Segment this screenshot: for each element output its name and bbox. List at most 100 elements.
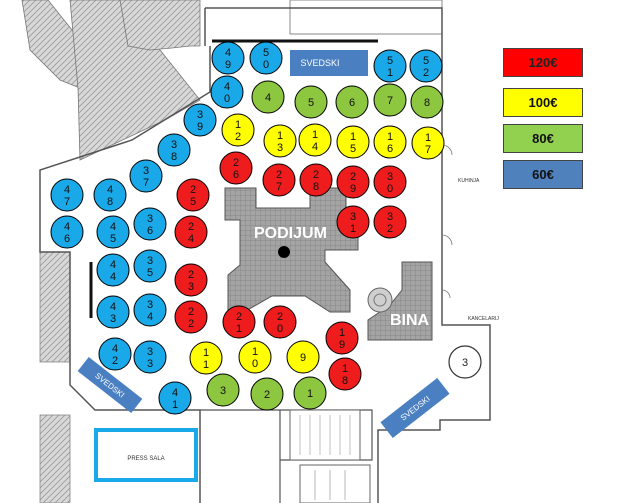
table-22[interactable]: 22 — [174, 300, 208, 334]
table-5[interactable]: 5 — [294, 85, 328, 119]
table-18[interactable]: 18 — [328, 357, 362, 391]
table-seat-4[interactable] — [251, 80, 285, 114]
table-seat-19[interactable] — [325, 321, 359, 355]
table-seat-15[interactable] — [336, 125, 370, 159]
table-12[interactable]: 12 — [221, 113, 255, 147]
table-seat-46[interactable] — [50, 215, 84, 249]
table-52[interactable]: 52 — [409, 49, 443, 83]
table-6[interactable]: 6 — [335, 85, 369, 119]
table-seat-22[interactable] — [174, 300, 208, 334]
table-seat-52[interactable] — [409, 49, 443, 83]
table-seat-14[interactable] — [298, 123, 332, 157]
table-10[interactable]: 10 — [238, 340, 272, 374]
table-36[interactable]: 36 — [133, 207, 167, 241]
table-seat-37[interactable] — [129, 159, 163, 193]
table-seat-45[interactable] — [96, 215, 130, 249]
table-seat-51[interactable] — [373, 49, 407, 83]
table-14[interactable]: 14 — [298, 123, 332, 157]
table-seat-39[interactable] — [183, 103, 217, 137]
table-45[interactable]: 45 — [96, 215, 130, 249]
table-seat-25[interactable] — [176, 178, 210, 212]
table-28[interactable]: 28 — [299, 163, 333, 197]
table-seat-33[interactable] — [133, 340, 167, 374]
table-35[interactable]: 35 — [133, 249, 167, 283]
table-seat-1[interactable] — [293, 376, 327, 410]
table-48[interactable]: 48 — [93, 178, 127, 212]
table-49[interactable]: 49 — [211, 41, 245, 75]
table-seat-50[interactable] — [249, 41, 283, 75]
table-seat-34[interactable] — [133, 293, 167, 327]
table-42[interactable]: 42 — [98, 337, 132, 371]
table-20[interactable]: 20 — [263, 305, 297, 339]
table-3[interactable]: 3 — [206, 373, 240, 407]
table-47[interactable]: 47 — [50, 178, 84, 212]
table-seat-41[interactable] — [158, 381, 192, 415]
table-seat-17[interactable] — [411, 126, 445, 160]
table-31[interactable]: 31 — [336, 205, 370, 239]
table-seat-23[interactable] — [174, 263, 208, 297]
table-1[interactable]: 1 — [293, 376, 327, 410]
table-37[interactable]: 37 — [129, 159, 163, 193]
table-seat-44[interactable] — [96, 253, 130, 287]
table-seat-7[interactable] — [373, 83, 407, 117]
table-11[interactable]: 11 — [189, 341, 223, 375]
table-seat-20[interactable] — [263, 305, 297, 339]
table-seat-29[interactable] — [336, 165, 370, 199]
table-seat-6[interactable] — [335, 85, 369, 119]
table-seat-26[interactable] — [219, 151, 253, 185]
table-seat-11[interactable] — [189, 341, 223, 375]
table-seat-3[interactable] — [206, 373, 240, 407]
table-38[interactable]: 38 — [157, 133, 191, 167]
table-41[interactable]: 41 — [158, 381, 192, 415]
table-29[interactable]: 29 — [336, 165, 370, 199]
table-seat-47[interactable] — [50, 178, 84, 212]
table-seat-21[interactable] — [222, 305, 256, 339]
table-19[interactable]: 19 — [325, 321, 359, 355]
table-44[interactable]: 44 — [96, 253, 130, 287]
table-27[interactable]: 27 — [262, 163, 296, 197]
table-seat-40[interactable] — [210, 75, 244, 109]
table-seat-12[interactable] — [221, 113, 255, 147]
table-21[interactable]: 21 — [222, 305, 256, 339]
table-4[interactable]: 4 — [251, 80, 285, 114]
table-seat-31[interactable] — [336, 205, 370, 239]
table-seat-18[interactable] — [328, 357, 362, 391]
table-39[interactable]: 39 — [183, 103, 217, 137]
table-13[interactable]: 13 — [263, 124, 297, 158]
table-26[interactable]: 26 — [219, 151, 253, 185]
table-seat-28[interactable] — [299, 163, 333, 197]
table-seat-49[interactable] — [211, 41, 245, 75]
table-seat-5[interactable] — [294, 85, 328, 119]
table-seat-8[interactable] — [410, 85, 444, 119]
table-seat-38[interactable] — [157, 133, 191, 167]
table-43[interactable]: 43 — [96, 295, 130, 329]
table-15[interactable]: 15 — [336, 125, 370, 159]
table-7[interactable]: 7 — [373, 83, 407, 117]
table-40[interactable]: 40 — [210, 75, 244, 109]
table-17[interactable]: 17 — [411, 126, 445, 160]
table-seat-16[interactable] — [373, 125, 407, 159]
table-seat-43[interactable] — [96, 295, 130, 329]
table-32[interactable]: 32 — [373, 205, 407, 239]
table-seat-9[interactable] — [286, 340, 320, 374]
table-8[interactable]: 8 — [410, 85, 444, 119]
table-23[interactable]: 23 — [174, 263, 208, 297]
table-seat-24[interactable] — [174, 215, 208, 249]
table-seat-35[interactable] — [133, 249, 167, 283]
table-34[interactable]: 34 — [133, 293, 167, 327]
table-seat-2[interactable] — [250, 377, 284, 411]
table-2[interactable]: 2 — [250, 377, 284, 411]
table-50[interactable]: 50 — [249, 41, 283, 75]
table-25[interactable]: 25 — [176, 178, 210, 212]
table-9[interactable]: 9 — [286, 340, 320, 374]
table-seat-30[interactable] — [373, 165, 407, 199]
table-seat-36[interactable] — [133, 207, 167, 241]
table-46[interactable]: 46 — [50, 215, 84, 249]
table-30[interactable]: 30 — [373, 165, 407, 199]
table-33[interactable]: 33 — [133, 340, 167, 374]
table-seat-27[interactable] — [262, 163, 296, 197]
table-seat-10[interactable] — [238, 340, 272, 374]
table-seat-42[interactable] — [98, 337, 132, 371]
table-seat-32[interactable] — [373, 205, 407, 239]
table-16[interactable]: 16 — [373, 125, 407, 159]
